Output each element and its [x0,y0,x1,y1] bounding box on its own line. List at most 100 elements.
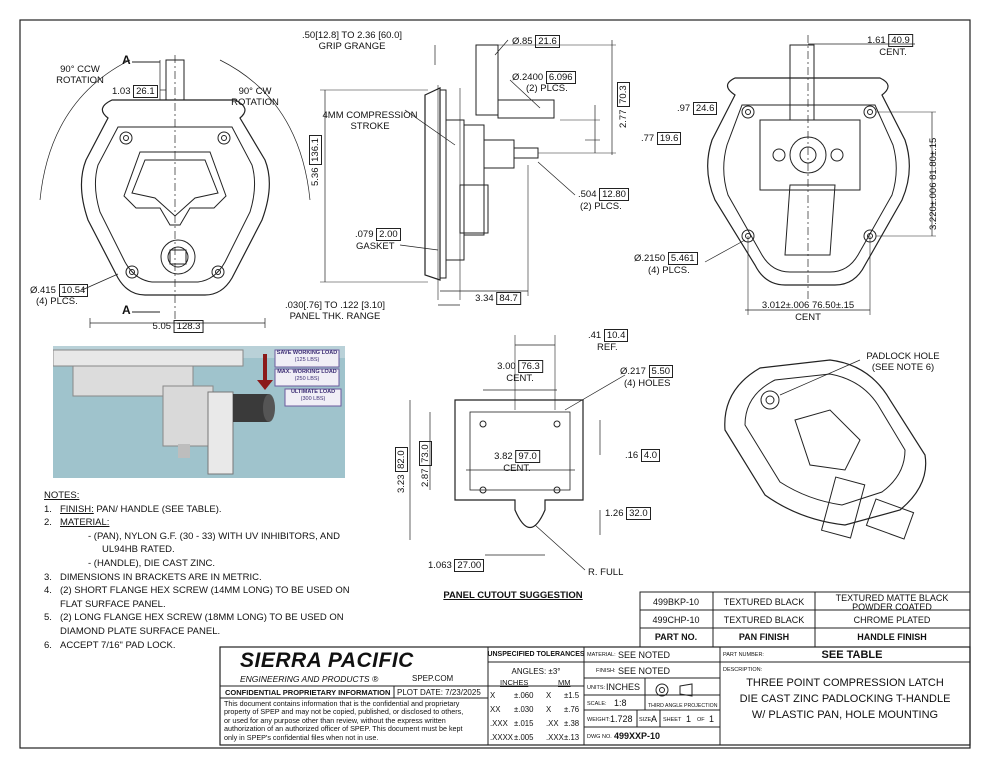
notes-heading: NOTES: [44,490,80,501]
finish-row2-pan: TEXTURED BLACK [723,615,805,625]
disclaimer-line: This document contains information that … [224,699,460,708]
load-value-ultimate: (300 LBS) [300,396,326,402]
tolerance-row: .XXXX±.005.XXX±.13 [490,733,580,742]
dim-0-079: .079 2.00 [355,228,401,241]
size-label: SIZE: [639,717,653,723]
dim-0-41: .41 10.4 [588,329,629,342]
dim-0-504: .504 12.80 [578,188,629,201]
front-view [39,55,311,328]
section-a-top: A [122,53,131,67]
weight-label: WEIGHT: [587,717,610,723]
finish-row2-handle: CHROME PLATED [853,615,931,625]
note-6: 6.ACCEPT 7/16" PAD LOCK. [44,639,176,651]
dim-3-012: 3.012±.006 76.50±.15 [761,300,855,311]
dim-0-41-ref: REF. [597,342,618,353]
cutout-title: PANEL CUTOUT SUGGESTION [443,590,583,601]
finish-header-part: PART NO. [654,632,698,642]
panel-thk-2: PANEL THK. RANGE [289,311,381,322]
dim-1-61-cent: CENT. [879,47,907,58]
sheet-value: 1 [686,714,692,724]
dim-2-87: 2.87 73.0 [419,441,432,487]
dim-0-217: Ø.217 5.50 [620,365,674,378]
load-label-save: SAVE WORKING LOAD [276,350,338,356]
section-a-bottom: A [122,303,131,317]
dim-3-00: 3.00 76.3 [497,360,543,373]
tolerance-mm: MM [558,678,571,687]
of-label: OF [697,717,705,723]
iso-view [724,359,927,540]
cutout-view [409,335,626,571]
material-label: MATERIAL: [587,652,616,658]
notes-block: NOTES: 1.FINISH: PAN/ HANDLE (SEE TABLE)… [44,489,350,652]
finish-row1-part: 499BKP-10 [652,597,700,607]
sheet-border [19,19,971,749]
disclaimer-line: property of SPEP and may not be copied, … [224,707,464,717]
size-value: A [651,714,658,724]
dwg-value: 499XXP-10 [614,731,661,741]
scale-value: 1:8 [614,698,627,708]
dim-3-82-cent: CENT. [503,463,531,474]
load-value-max: (250 LBS) [294,376,320,382]
dim-1-03: 1.03 26.1 [112,85,158,98]
ccw-rotation-label-2: ROTATION [56,75,104,86]
sheet-label: SHEET [663,717,682,723]
dim-0-85: Ø.85 21.6 [512,35,560,48]
company-site: SPEP.COM [412,674,454,683]
finish-row1-pan: TEXTURED BLACK [723,597,805,607]
note-2-sub1b: UL94HB RATED. [102,544,175,556]
dim-1-063: 1.063 27.00 [428,559,485,572]
padlock-hole-label: PADLOCK HOLE [866,351,940,362]
description-line-1: THREE POINT COMPRESSION LATCH [746,677,944,689]
load-test-photo: SAVE WORKING LOAD (125 LBS) MAX. WORKING… [53,346,345,478]
note-5-cont: DIAMOND PLATE SURFACE PANEL. [60,625,221,637]
photo-image [53,346,345,478]
disclaimer-line: only in SPEP's confidential files when n… [224,732,379,742]
dwg-label: DWG NO. [587,734,612,740]
weight-value: 1.728 [610,714,633,724]
part-number-value: SEE TABLE [821,649,883,661]
disclaimer-line: authorization of an authorized officer o… [224,724,463,734]
scale-label: SCALE: [587,701,607,707]
tolerance-row: .XXX±.015.XX±.38 [490,719,580,728]
dim-0-77: .77 19.6 [641,132,682,145]
dim-0-97: .97 24.6 [677,102,718,115]
dim-3-00-cent: CENT. [506,373,534,384]
tolerance-title: UNSPECIFIED TOLERANCES [487,651,585,658]
material-value: SEE NOTED [618,650,671,660]
part-number-label: PART NUMBER: [723,652,764,658]
finish-header-handle: HANDLE FINISH [857,632,927,642]
rear-view [704,35,936,315]
registered-mark: ® [371,674,379,684]
note-1: 1.FINISH: PAN/ HANDLE (SEE TABLE). [44,503,222,515]
padlock-hole-note: (SEE NOTE 6) [871,362,935,373]
note-2-sub1: - (PAN), NYLON G.F. (30 - 33) WITH UV IN… [88,530,340,542]
dim-0-504-note: (2) PLCS. [580,201,622,212]
units-label: UNITS: [587,685,606,691]
compression-1: 4MM COMPRESSION [322,110,418,121]
dim-hole-415: Ø.415 10.54 [30,284,89,297]
gasket-label: GASKET [356,241,395,252]
plot-date: PLOT DATE: 7/23/2025 [397,688,481,697]
title-block-lines [219,646,971,746]
disclaimer-line: or used for any purpose other than revie… [224,715,446,725]
disclaimer: This document contains information that … [224,699,464,742]
note-4: 4.(2) SHORT FLANGE HEX SCREW (14MM LONG)… [44,585,350,597]
units-value: INCHES [606,682,641,692]
description-line-2: DIE CAST ZINC PADLOCKING T-HANDLE [739,693,951,705]
dim-0-217-note: (4) HOLES [624,378,671,389]
dim-3-012-cent: CENT [795,312,821,323]
dim-2-77: 2.77 70.3 [617,82,630,128]
dim-0-2150: Ø.2150 5.461 [634,252,698,265]
dim-3-23: 3.23 82.0 [395,447,408,493]
dim-0-2150-note: (4) PLCS. [648,265,690,276]
ccw-rotation-label: 90° CCW [60,64,100,75]
note-3: 3.DIMENSIONS IN BRACKETS ARE IN METRIC. [44,571,262,583]
description-line-3: W/ PLASTIC PAN, HOLE MOUNTING [751,709,939,721]
finish-row1-handle-2: POWDER COATED [852,602,932,612]
finish-label: FINISH: [596,668,616,674]
panel-thk-1: .030[.76] TO .122 [3.10] [284,300,386,311]
